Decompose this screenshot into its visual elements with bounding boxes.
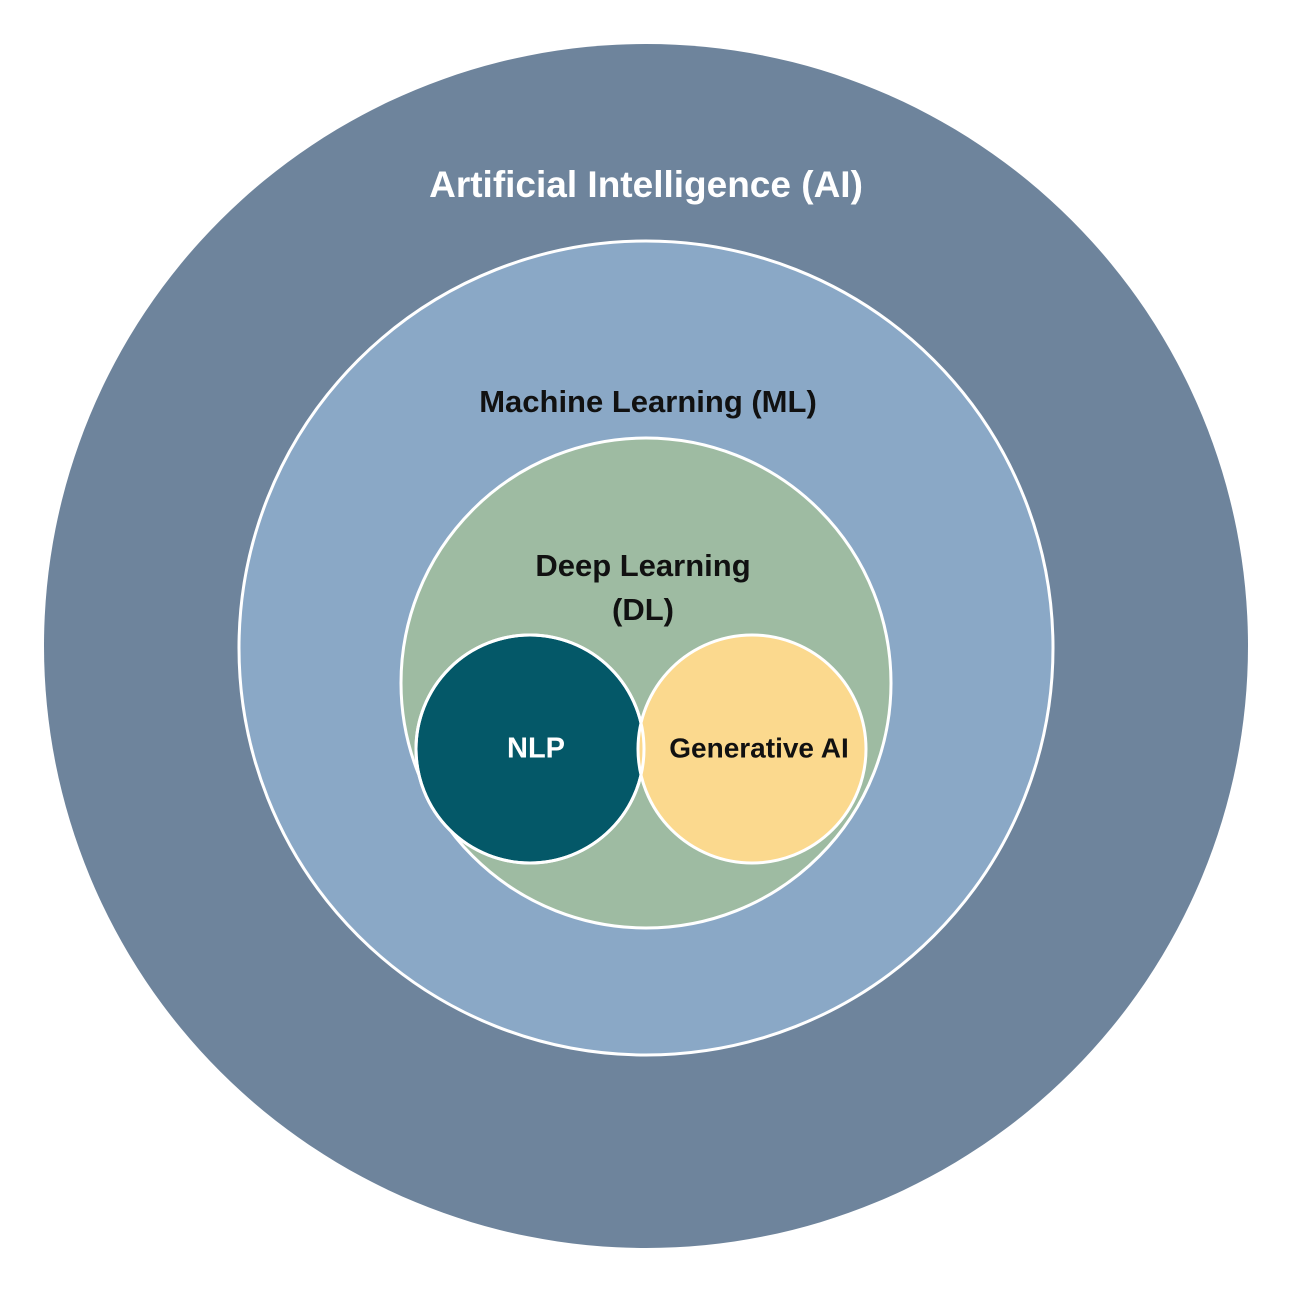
ai-label: Artificial Intelligence (AI)	[429, 164, 863, 205]
dl-label-line2: (DL)	[612, 592, 674, 627]
nlp-label: NLP	[507, 733, 565, 765]
dl-label-line1: Deep Learning	[535, 548, 750, 583]
nlp-outline	[414, 633, 646, 865]
genai-circle	[636, 633, 868, 865]
ml-label: Machine Learning (ML)	[479, 384, 817, 419]
genai-label: Generative AI	[669, 732, 848, 763]
